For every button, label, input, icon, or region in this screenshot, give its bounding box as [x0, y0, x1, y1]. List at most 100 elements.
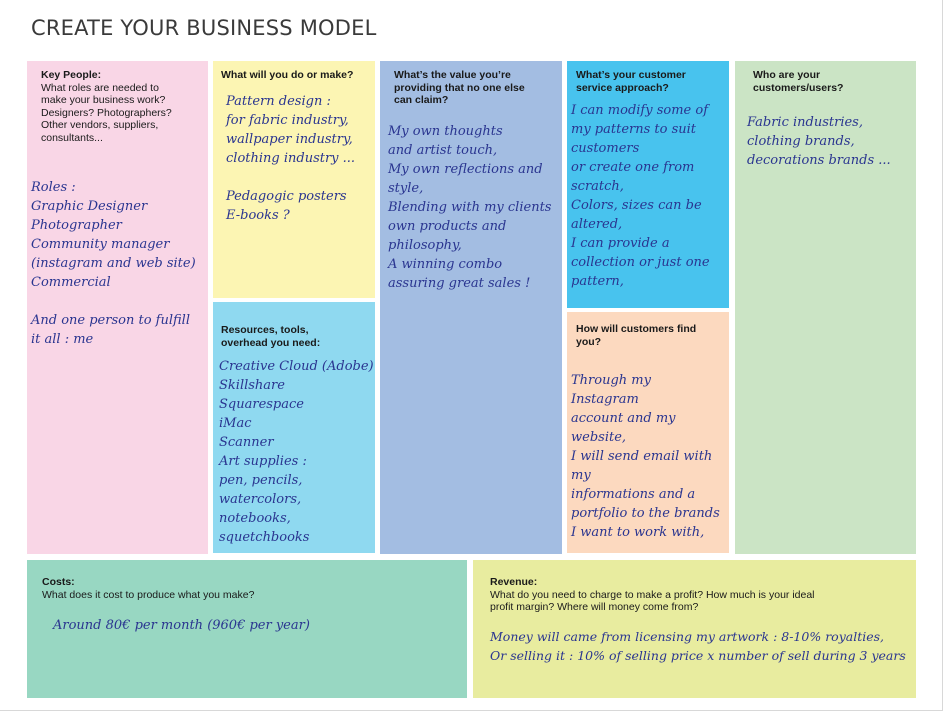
what-make-answer: Pattern design : for fabric industry, wa… — [226, 92, 355, 225]
what-make-prompt: What will you do or make? — [221, 69, 373, 82]
find-prompt: How will customers find you? — [576, 323, 726, 348]
find-heading-line: you? — [576, 335, 602, 348]
what-make-box: What will you do or make? Pattern design… — [213, 61, 375, 298]
service-prompt: What’s your customer service approach? — [576, 69, 726, 94]
answer-line: iMac — [219, 416, 252, 431]
answer-line: style, — [388, 181, 424, 196]
prompt-line: profit margin? Where will money come fro… — [490, 601, 699, 613]
page-title: CREATE YOUR BUSINESS MODEL — [31, 16, 377, 40]
answer-line: decorations brands ... — [747, 153, 891, 168]
costs-box: Costs: What does it cost to produce what… — [27, 560, 467, 698]
answer-line: Blending with my clients — [388, 200, 552, 215]
answer-line: Money will came from licensing my artwor… — [490, 629, 885, 644]
value-prompt: What’s the value you’re providing that n… — [394, 69, 558, 107]
answer-line: Commercial — [31, 275, 111, 290]
answer-line: Photographer — [31, 218, 122, 233]
answer-line: customers — [571, 141, 640, 156]
answer-line: own products and — [388, 219, 507, 234]
costs-prompt: Costs: What does it cost to produce what… — [42, 576, 462, 601]
answer-line: notebooks, — [219, 511, 291, 526]
answer-line: account and my — [571, 411, 676, 426]
prompt-line: What roles are needed to — [41, 81, 159, 94]
answer-line: squetchbooks — [219, 530, 310, 545]
service-heading-line: service approach? — [576, 81, 669, 94]
key-people-box: Key People: What roles are needed to mak… — [27, 61, 208, 554]
customers-prompt: Who are your customers/users? — [753, 69, 913, 94]
key-people-heading: Key People: — [41, 69, 102, 81]
answer-line: Pedagogic posters — [226, 189, 347, 204]
answer-line: Graphic Designer — [31, 199, 148, 214]
resources-answer: Creative Cloud (Adobe) Skillshare Square… — [219, 357, 374, 547]
answer-line: collection or just one — [571, 255, 710, 270]
answer-line: clothing industry ... — [226, 151, 356, 166]
answer-line: I can modify some of — [571, 103, 709, 118]
costs-question: What does it cost to produce what you ma… — [42, 588, 255, 601]
answer-line: website, — [571, 430, 627, 445]
answer-line: My own reflections and — [388, 162, 543, 177]
resources-heading-line: overhead you need: — [221, 336, 321, 349]
answer-line: I want to work with, — [571, 525, 705, 540]
costs-answer: Around 80€ per month (960€ per year) — [53, 616, 310, 635]
answer-line: Roles : — [31, 180, 76, 195]
prompt-line: make your business work? — [41, 94, 166, 106]
answer-line: (instagram and web site) — [31, 256, 196, 271]
answer-line: my patterns to suit — [571, 122, 697, 137]
resources-heading-line: Resources, tools, — [221, 324, 309, 336]
answer-line: portfolio to the brands — [571, 506, 720, 521]
answer-line: A winning combo — [388, 257, 503, 272]
answer-line: Colors, sizes can be — [571, 198, 702, 213]
resources-prompt: Resources, tools, overhead you need: — [221, 324, 373, 349]
answer-line: altered, — [571, 217, 623, 232]
find-box: How will customers find you? Through my … — [567, 312, 729, 553]
answer-line: Scanner — [219, 435, 274, 450]
prompt-line: What do you need to charge to make a pro… — [490, 588, 815, 601]
answer-line: and artist touch, — [388, 143, 498, 158]
answer-line: my — [571, 468, 591, 483]
revenue-heading: Revenue: — [490, 576, 538, 588]
answer-line: pen, pencils, — [219, 473, 303, 488]
answer-line: Community manager — [31, 237, 170, 252]
answer-line: informations and a — [571, 487, 696, 502]
answer-line: I will send email with — [571, 449, 713, 464]
answer-line: Art supplies : — [219, 454, 307, 469]
costs-heading: Costs: — [42, 576, 75, 588]
answer-line: wallpaper industry, — [226, 132, 353, 147]
customers-heading-line: Who are your — [753, 69, 821, 81]
customers-heading-line: customers/users? — [753, 81, 844, 94]
answer-line: My own thoughts — [388, 124, 503, 139]
answer-line: Squarespace — [219, 397, 304, 412]
revenue-answer: Money will came from licensing my artwor… — [490, 627, 906, 665]
answer-line: assuring great sales ! — [388, 276, 531, 291]
answer-line: for fabric industry, — [226, 113, 349, 128]
service-box: What’s your customer service approach? I… — [567, 61, 729, 308]
answer-line: Or selling it : 10% of selling price x n… — [490, 648, 906, 663]
answer-line: watercolors, — [219, 492, 302, 507]
answer-line: And one person to fulfill — [31, 313, 190, 328]
value-heading-line: can claim? — [394, 94, 449, 106]
answer-line: or create one from — [571, 160, 695, 175]
answer-line: Through my — [571, 373, 651, 388]
answer-line: philosophy, — [388, 238, 462, 253]
prompt-line: consultants... — [41, 131, 103, 144]
answer-line: Pattern design : — [226, 94, 331, 109]
answer-spacer — [31, 292, 196, 311]
answer-line: Instagram — [571, 392, 639, 407]
answer-line: Around 80€ per month (960€ per year) — [53, 618, 310, 633]
answer-line: clothing brands, — [747, 134, 855, 149]
service-heading-line: What’s your customer — [576, 69, 686, 81]
answer-line: scratch, — [571, 179, 624, 194]
answer-line: it all : me — [31, 332, 94, 347]
prompt-line: Designers? Photographers? — [41, 106, 172, 119]
revenue-prompt: Revenue: What do you need to charge to m… — [490, 576, 910, 614]
answer-line: I can provide a — [571, 236, 670, 251]
answer-line: Fabric industries, — [747, 115, 863, 130]
value-answer: My own thoughts and artist touch, My own… — [388, 122, 551, 293]
answer-line: pattern, — [571, 274, 624, 289]
what-make-heading: What will you do or make? — [221, 69, 354, 81]
answer-line: E-books ? — [226, 208, 290, 223]
find-answer: Through my Instagram account and my webs… — [571, 371, 720, 542]
value-heading-line: providing that no one else — [394, 81, 525, 94]
customers-box: Who are your customers/users? Fabric ind… — [735, 61, 916, 554]
answer-spacer — [226, 168, 355, 187]
